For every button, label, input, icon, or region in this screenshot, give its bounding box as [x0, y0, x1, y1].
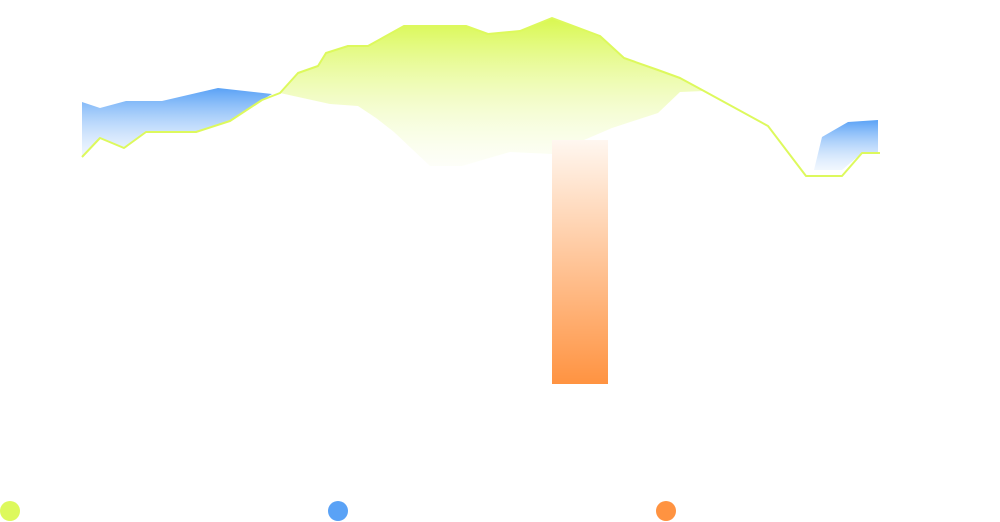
legend-item-blue[interactable] [328, 500, 356, 522]
series-green-area [280, 18, 704, 166]
legend-item-orange[interactable] [656, 500, 684, 522]
series-blue-area-2 [814, 120, 878, 170]
series-orange-bar [552, 140, 608, 384]
legend-dot-orange [656, 501, 676, 521]
series-green-line [81, 17, 880, 177]
legend-item-green[interactable] [0, 500, 28, 522]
legend-dot-green [0, 501, 20, 521]
legend-dot-blue [328, 501, 348, 521]
chart-legend [0, 500, 1000, 522]
series-blue-area-1 [82, 88, 272, 157]
